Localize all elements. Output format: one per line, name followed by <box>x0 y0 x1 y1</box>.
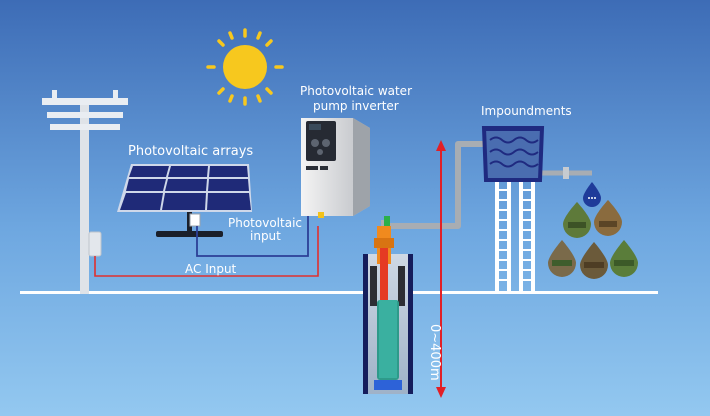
scene-drop-3 <box>548 240 576 277</box>
water-drop-icon <box>583 182 601 207</box>
impoundments-label: Impoundments <box>481 104 572 118</box>
ac-input-wire <box>94 226 319 277</box>
depth-arrow <box>436 140 446 398</box>
photovoltaic-input-line2: input <box>250 229 281 243</box>
depth-label: 0~400m <box>427 324 442 381</box>
ground-line <box>20 291 658 294</box>
submersible-pump-icon <box>363 216 413 394</box>
scene-drop-4 <box>580 242 608 279</box>
scene-drop-2 <box>594 200 622 236</box>
photovoltaic-input-line1: Photovoltaic <box>228 216 302 230</box>
solar-panel-icon <box>117 164 252 237</box>
scene-drop-5 <box>610 240 638 277</box>
inverter-icon <box>301 118 370 218</box>
ac-input-label: AC Input <box>185 262 237 276</box>
inverter-label-line2: pump inverter <box>313 99 399 113</box>
scene-drop-1 <box>563 202 591 238</box>
water-tank-icon <box>481 126 545 294</box>
pv-input-wire <box>196 214 309 257</box>
inverter-label-line1: Photovoltaic water <box>300 84 413 98</box>
sun-icon <box>206 28 284 106</box>
photovoltaic-arrays-label: Photovoltaic arrays <box>128 144 254 159</box>
valve-icon <box>563 167 569 179</box>
